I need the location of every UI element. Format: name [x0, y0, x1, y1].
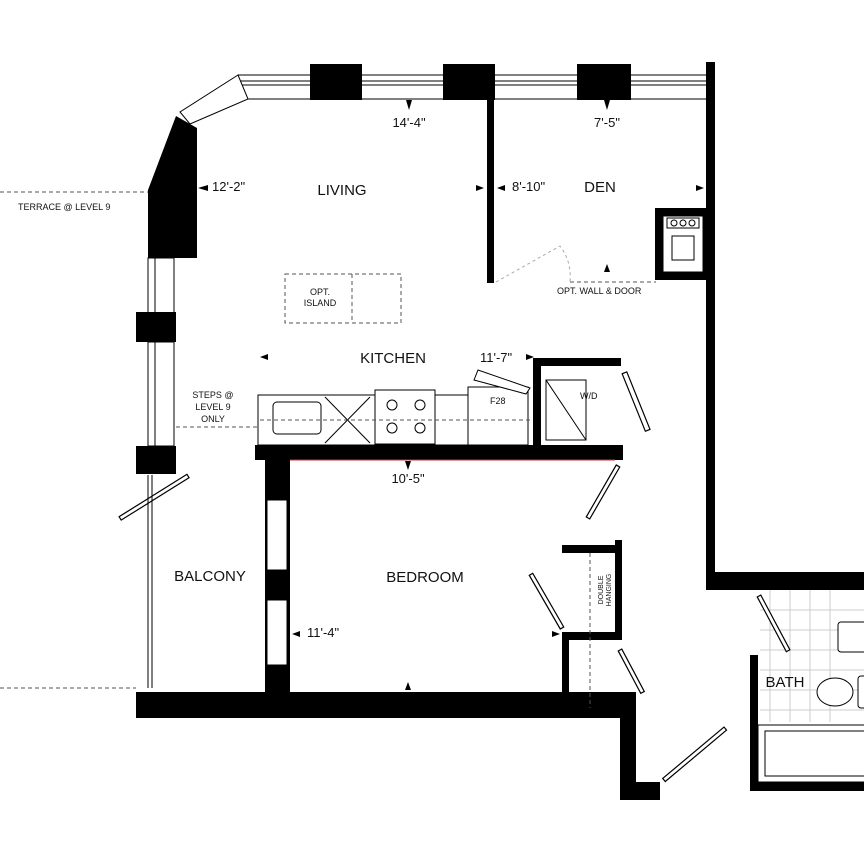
- dimension-living-depth: 12'-2": [212, 179, 246, 194]
- right-wall: [706, 572, 864, 590]
- balcony-wall: [265, 445, 290, 710]
- optional-island: [284, 273, 402, 324]
- closet-label: HANGING: [606, 574, 613, 607]
- room-label-living: LIVING: [317, 182, 366, 199]
- opt-wall-label: OPT. WALL & DOOR: [557, 286, 642, 296]
- washer-dryer-closet: [533, 358, 651, 446]
- bathroom: [750, 590, 864, 791]
- dimension-kitchen: 11'-7": [480, 350, 513, 365]
- room-label-balcony: BALCONY: [174, 568, 246, 585]
- den-appliance: [655, 208, 707, 280]
- steps-label: ONLY: [201, 414, 225, 424]
- steps-label: LEVEL 9: [195, 402, 230, 412]
- right-wall: [706, 62, 715, 590]
- closet-label: DOUBLE: [598, 575, 605, 604]
- kitchen-bedroom-wall: [255, 445, 623, 460]
- den-partition: [487, 85, 494, 283]
- bottom-wall: [620, 782, 660, 800]
- bedroom-door: [585, 464, 621, 520]
- bottom-wall: [620, 705, 636, 800]
- dimension-den-width: 7'-5": [594, 115, 620, 130]
- bedroom-window: [266, 499, 288, 571]
- steps-label: STEPS @: [192, 390, 233, 400]
- top-wall: [179, 64, 709, 125]
- fridge-label: F28: [490, 396, 506, 406]
- entry-door: [661, 726, 728, 783]
- room-label-bath: BATH: [766, 674, 805, 691]
- room-label-bedroom: BEDROOM: [386, 569, 464, 586]
- left-wall: [136, 116, 197, 474]
- dimension-arrows: [198, 100, 704, 690]
- room-label-kitchen: KITCHEN: [360, 350, 426, 367]
- terrace-label: TERRACE @ LEVEL 9: [18, 202, 110, 212]
- island-label: OPT.: [310, 287, 330, 297]
- island-label: ISLAND: [304, 298, 337, 308]
- dimension-bedroom-width: 10'-5": [391, 471, 425, 486]
- room-label-den: DEN: [584, 179, 616, 196]
- bedroom-window: [266, 599, 288, 666]
- wd-label: W/D: [580, 391, 598, 401]
- opt-door: [495, 245, 571, 283]
- dimension-living-width: 14'-4": [392, 115, 426, 130]
- kitchen-counter: [257, 369, 531, 446]
- dimension-bedroom-depth: 11'-4": [307, 625, 340, 640]
- closet: [528, 540, 646, 712]
- bottom-wall: [136, 692, 636, 718]
- dimension-den-depth: 8'-10": [512, 179, 546, 194]
- balcony-door: [118, 473, 190, 521]
